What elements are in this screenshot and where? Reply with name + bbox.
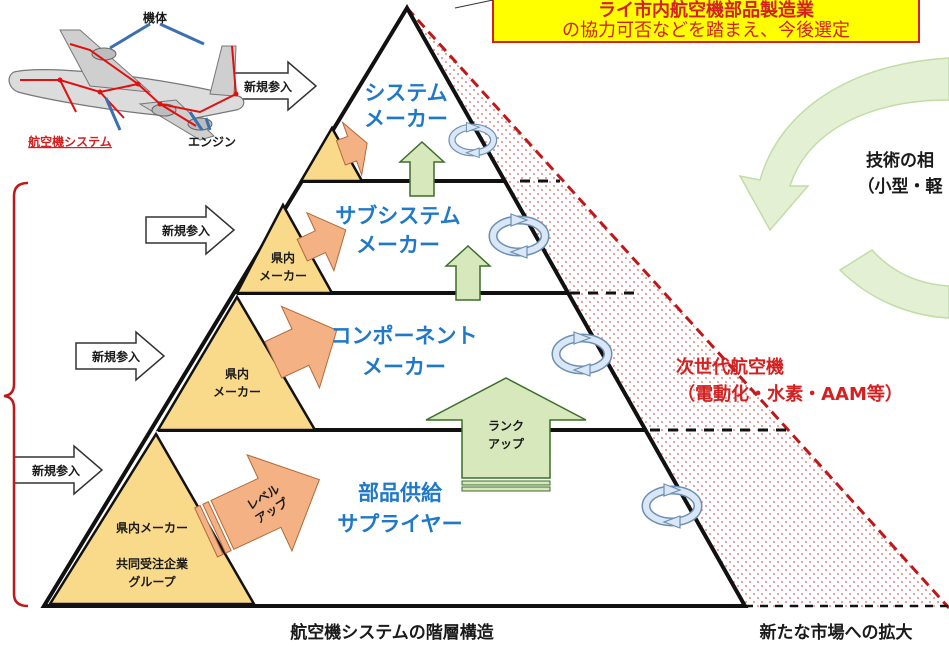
- pyramid-outline: [40, 4, 749, 608]
- top-banner: [492, 0, 920, 43]
- airplane-illustration: [8, 22, 245, 141]
- label-aircraft-system: 航空機システム: [28, 134, 112, 149]
- tier4-title-line1: 部品供給: [358, 481, 443, 505]
- banner-pointer: [454, 0, 494, 9]
- footer-market: 新たな市場への拡大: [760, 622, 913, 643]
- tier2-title-line1: サブシステム: [335, 204, 460, 228]
- pointer-airframe-2: [159, 22, 205, 46]
- local-tier3-line2: メーカー: [213, 385, 261, 399]
- tech-line2: （小型・軽: [858, 176, 944, 197]
- tier1-title-line1: システム: [364, 81, 447, 105]
- market-boundary-line: [405, 6, 949, 610]
- levelup-arrow-tier4: [194, 453, 321, 558]
- rankup-stripe-1: [461, 480, 551, 486]
- pointer-engine-1: [188, 111, 204, 131]
- tier3-title-line2: メーカー: [362, 355, 446, 379]
- rankup-arrow-tier3: [425, 377, 587, 479]
- tier3-title-line1: コンポーネント: [331, 324, 478, 348]
- new-entry-label-3: 新規参入: [92, 349, 140, 364]
- tier2-title-line2: メーカー: [356, 233, 440, 257]
- local-tier2-line1: 県内: [271, 250, 295, 265]
- rankup-label-line1: ランク: [488, 419, 524, 433]
- rankup-arrow-tier2: [444, 244, 492, 301]
- banner-line1: ライ市内航空機部品製造業: [598, 0, 815, 21]
- tier1-title-line2: メーカー: [364, 107, 448, 131]
- levelup-arrow-tier2: [296, 211, 347, 273]
- pointer-engine-2: [204, 117, 212, 131]
- label-engine: エンジン: [188, 135, 236, 149]
- next-gen-line2: （電動化・水素・AAM等）: [677, 383, 903, 405]
- local-tier4-line3: グループ: [128, 574, 176, 589]
- tech-cycle-arrow-bottom: [838, 249, 949, 319]
- tech-cycle-arrow-top: [738, 57, 949, 232]
- tail-fin: [209, 45, 237, 97]
- next-gen-line1: 次世代航空機: [676, 356, 784, 378]
- tier4-title-line2: サプライヤー: [337, 512, 462, 536]
- left-bracket: [3, 181, 29, 608]
- rankup-arrow-tier1: [398, 140, 446, 197]
- levelup-arrow-tier1: [335, 120, 368, 177]
- local-tier4-line2: 共同受注企業: [116, 556, 189, 571]
- local-tier2-line2: メーカー: [259, 269, 307, 283]
- new-entry-label-4: 新規参入: [32, 463, 80, 478]
- new-entry-label-2: 新規参入: [162, 223, 210, 238]
- footer-hierarchy: 航空機システムの階層構造: [290, 622, 494, 643]
- pointer-system: [104, 97, 122, 131]
- system-wiring: [20, 43, 238, 127]
- tech-line1: 技術の相: [866, 150, 934, 171]
- banner-line2: の協力可否などを踏まえ、今後選定: [562, 20, 850, 41]
- label-airframe: 機体: [143, 10, 168, 25]
- rankup-label-line2: アップ: [488, 436, 525, 451]
- local-tier4-line1: 県内メーカー: [116, 520, 188, 535]
- local-tier3-line1: 県内: [225, 366, 249, 381]
- levelup-arrow-tier3: [264, 305, 338, 390]
- rankup-stripe-2: [461, 486, 551, 492]
- pointer-airframe-1: [109, 22, 151, 50]
- new-entry-label-1: 新規参入: [244, 79, 292, 94]
